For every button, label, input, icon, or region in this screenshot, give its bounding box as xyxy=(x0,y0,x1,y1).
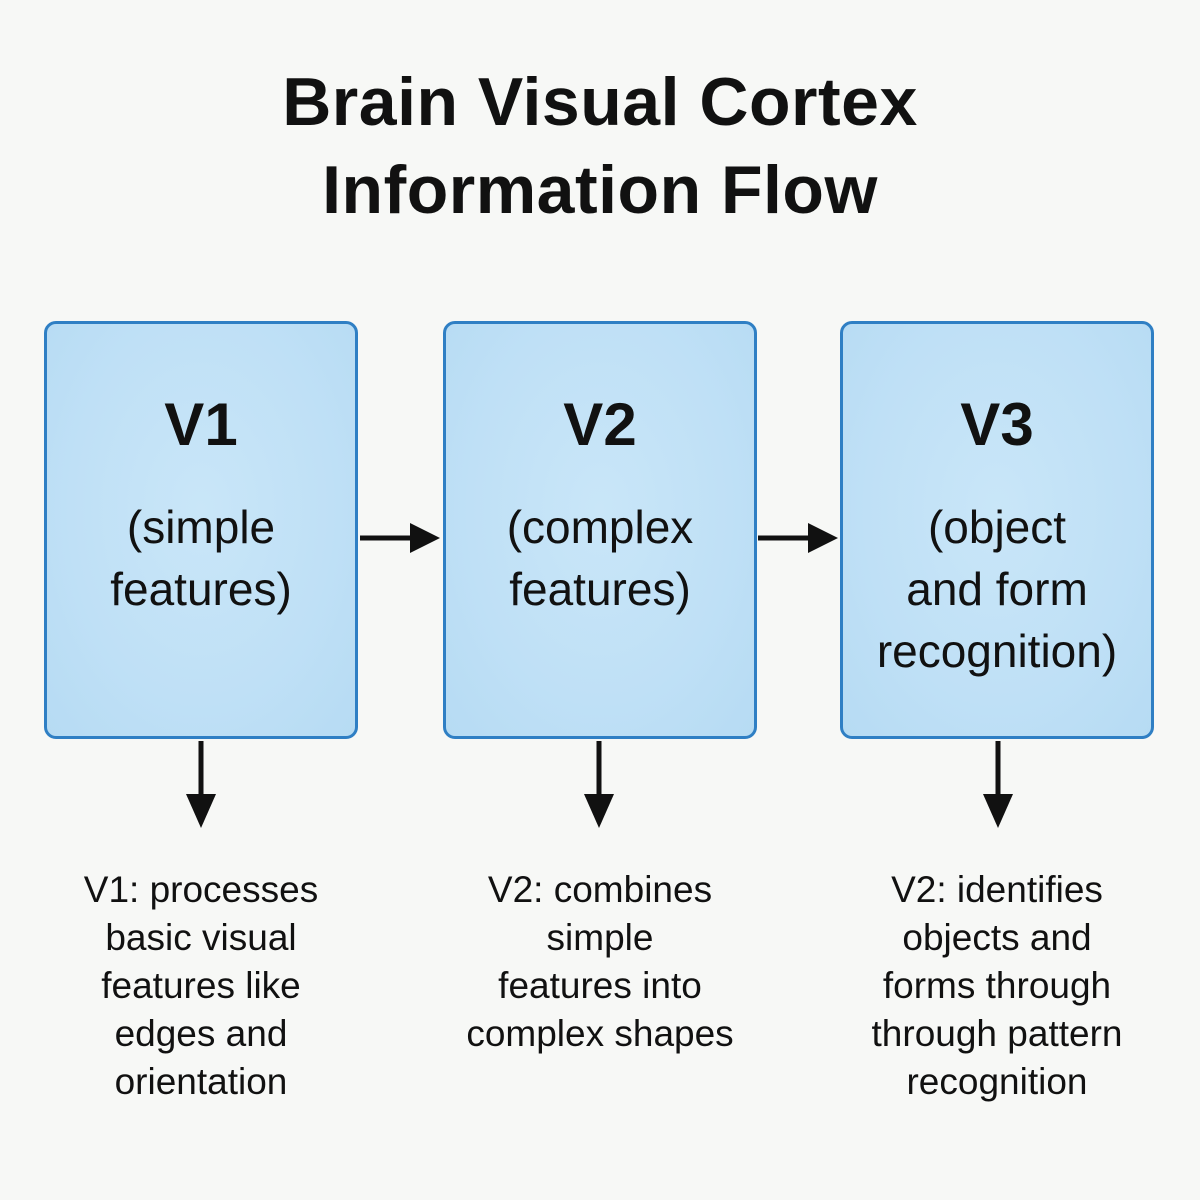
stage-label-v2: V2 xyxy=(563,391,637,458)
title-line-1: Brain Visual Cortex xyxy=(282,64,918,140)
arrow-v2-to-v3 xyxy=(758,523,838,553)
stage-note-line: complex shapes xyxy=(466,1013,734,1054)
stage-box-v2: V2 (complex features) xyxy=(443,321,757,739)
stage-description-v3: (object and form recognition) xyxy=(843,496,1151,682)
stage-description-line: (complex xyxy=(506,501,694,553)
stage-note-v2: V2: combines simple features into comple… xyxy=(400,866,800,1058)
stage-description-line: (object xyxy=(927,501,1067,553)
stage-note-line: V2: identifies xyxy=(891,869,1103,910)
stage-note-line: forms through xyxy=(882,965,1112,1006)
stage-note-line: features like xyxy=(101,965,301,1006)
stage-note-v3: V2: identifies objects and forms through… xyxy=(797,866,1197,1106)
diagram-title: Brain Visual Cortex Information Flow xyxy=(0,58,1200,234)
stage-description-line: and form xyxy=(906,563,1088,615)
stage-note-line: V1: processes xyxy=(83,869,319,910)
arrow-v2-to-note xyxy=(584,741,614,828)
stage-note-line: edges and xyxy=(114,1013,288,1054)
arrow-v3-to-note xyxy=(983,741,1013,828)
stage-description-line: features) xyxy=(509,563,691,615)
stage-box-v1: V1 (simple features) xyxy=(44,321,358,739)
stage-note-v1: V1: processes basic visual features like… xyxy=(1,866,401,1106)
stage-note-line: features into xyxy=(498,965,702,1006)
title-line-2: Information Flow xyxy=(322,152,878,228)
stage-box-v3: V3 (object and form recognition) xyxy=(840,321,1154,739)
arrow-v1-to-note xyxy=(186,741,216,828)
stage-note-line: V2: combines xyxy=(487,869,713,910)
stage-note-line: orientation xyxy=(114,1061,288,1102)
stage-label-v3: V3 xyxy=(960,391,1034,458)
stage-note-line: through pattern xyxy=(871,1013,1123,1054)
arrow-v1-to-v2 xyxy=(360,523,440,553)
stage-description-v1: (simple features) xyxy=(47,496,355,620)
stage-note-line: simple xyxy=(546,917,654,958)
stage-description-line: (simple xyxy=(126,501,276,553)
stage-description-line: features) xyxy=(110,563,292,615)
stage-label-v1: V1 xyxy=(164,391,238,458)
stage-note-line: recognition xyxy=(906,1061,1088,1102)
stage-note-line: objects and xyxy=(902,917,1092,958)
stage-description-v2: (complex features) xyxy=(446,496,754,620)
stage-note-line: basic visual xyxy=(105,917,297,958)
stage-description-line: recognition) xyxy=(876,625,1118,677)
